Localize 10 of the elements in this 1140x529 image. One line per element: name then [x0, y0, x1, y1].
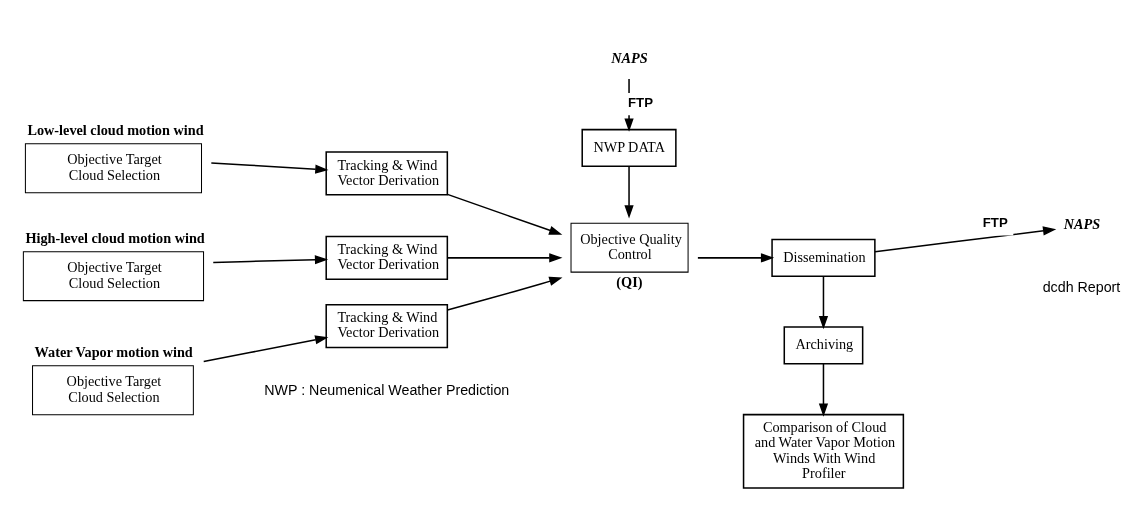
- node-text: NAPS: [611, 49, 648, 66]
- edge-label: FTP: [628, 94, 653, 110]
- node-label: Water Vapor motion wind: [34, 343, 193, 360]
- node-label: Low-level cloud motion wind: [27, 121, 204, 138]
- label: NWP : Neumenical Weather Prediction: [264, 381, 510, 398]
- node-label: (QI): [616, 273, 643, 290]
- label: dcdh Report: [1042, 278, 1121, 295]
- node-label: High-level cloud motion wind: [25, 229, 205, 246]
- node-text: NAPS: [1063, 215, 1101, 232]
- edge-label: FTP: [982, 214, 1008, 230]
